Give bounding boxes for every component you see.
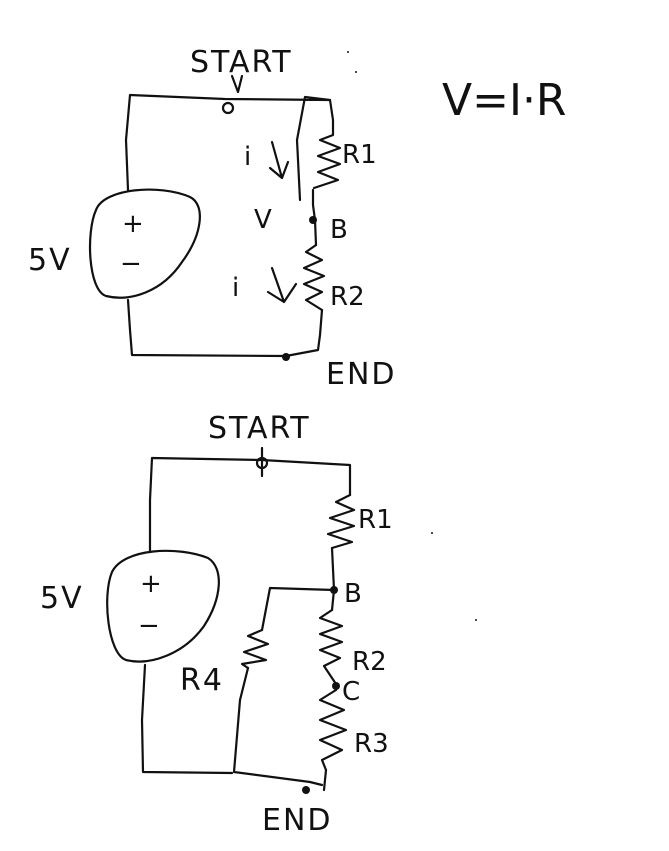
bottom-wire-right-lower: [322, 768, 328, 792]
top-start-arrow: [230, 74, 244, 94]
top-wire-upper: [124, 93, 332, 202]
ohms-law-equation: V=I·R: [442, 75, 567, 126]
top-current-label-1: i: [244, 142, 251, 172]
top-start-label: START: [190, 45, 293, 80]
bottom-r4-label: R4: [180, 663, 224, 698]
top-r1-label: R1: [342, 140, 377, 170]
top-wire-left-lower: [126, 298, 287, 358]
stray-speck: [431, 532, 433, 534]
bottom-resistor-r4: [240, 628, 270, 670]
top-voltage-mark: V: [254, 205, 272, 235]
top-wire-lower: [284, 308, 324, 358]
top-current-arrow-1: [268, 140, 290, 180]
bottom-resistor-r2: [318, 608, 344, 686]
top-source-minus: −: [120, 249, 142, 279]
top-end-node: [282, 353, 290, 361]
bottom-circuit: + − 5V R1 B R2 C R3 R4 START END: [40, 411, 393, 838]
top-wire-mid: [311, 188, 318, 247]
top-current-label-2: i: [232, 273, 239, 303]
bottom-wire-r4-down: [232, 666, 324, 787]
bottom-voltage-source: [106, 549, 220, 663]
bottom-end-node: [302, 786, 310, 794]
bottom-wire-upper: [148, 456, 352, 554]
bottom-node-b-dot: [330, 586, 338, 594]
bottom-resistor-r1: [326, 493, 356, 550]
bottom-source-minus: −: [138, 611, 160, 641]
top-start-node: [221, 101, 235, 115]
top-circuit: + − 5V R1 R2 B START i V i END: [28, 45, 397, 392]
top-wire-right: [328, 98, 335, 122]
bottom-start-label: START: [208, 411, 311, 446]
bottom-source-plus: +: [140, 569, 162, 599]
top-voltage-source: [88, 188, 201, 299]
bottom-node-c-label: C: [342, 677, 360, 707]
top-source-plus: +: [122, 209, 144, 239]
bottom-r3-label: R3: [354, 729, 389, 759]
bottom-resistor-r3: [318, 688, 348, 772]
top-r2-label: R2: [330, 282, 365, 312]
stray-speck: [475, 619, 477, 621]
bottom-node-c-dot: [332, 682, 340, 690]
top-resistor-r1: [312, 118, 342, 190]
top-source-label: 5V: [28, 243, 72, 278]
stray-speck: [347, 51, 349, 53]
bottom-r1-label: R1: [358, 505, 393, 535]
bottom-node-b-label: B: [344, 579, 362, 609]
top-node-b-dot: [309, 216, 317, 224]
bottom-wire-left-lower: [140, 663, 234, 775]
bottom-wire-b-branch: [260, 546, 336, 632]
bottom-end-label: END: [262, 803, 333, 838]
top-end-label: END: [326, 357, 397, 392]
bottom-r2-label: R2: [352, 647, 387, 677]
top-resistor-r2: [302, 243, 326, 312]
top-node-b-label: B: [330, 215, 348, 245]
stray-speck: [355, 71, 357, 73]
top-current-arrow-2: [266, 266, 298, 304]
bottom-source-label: 5V: [40, 581, 84, 616]
